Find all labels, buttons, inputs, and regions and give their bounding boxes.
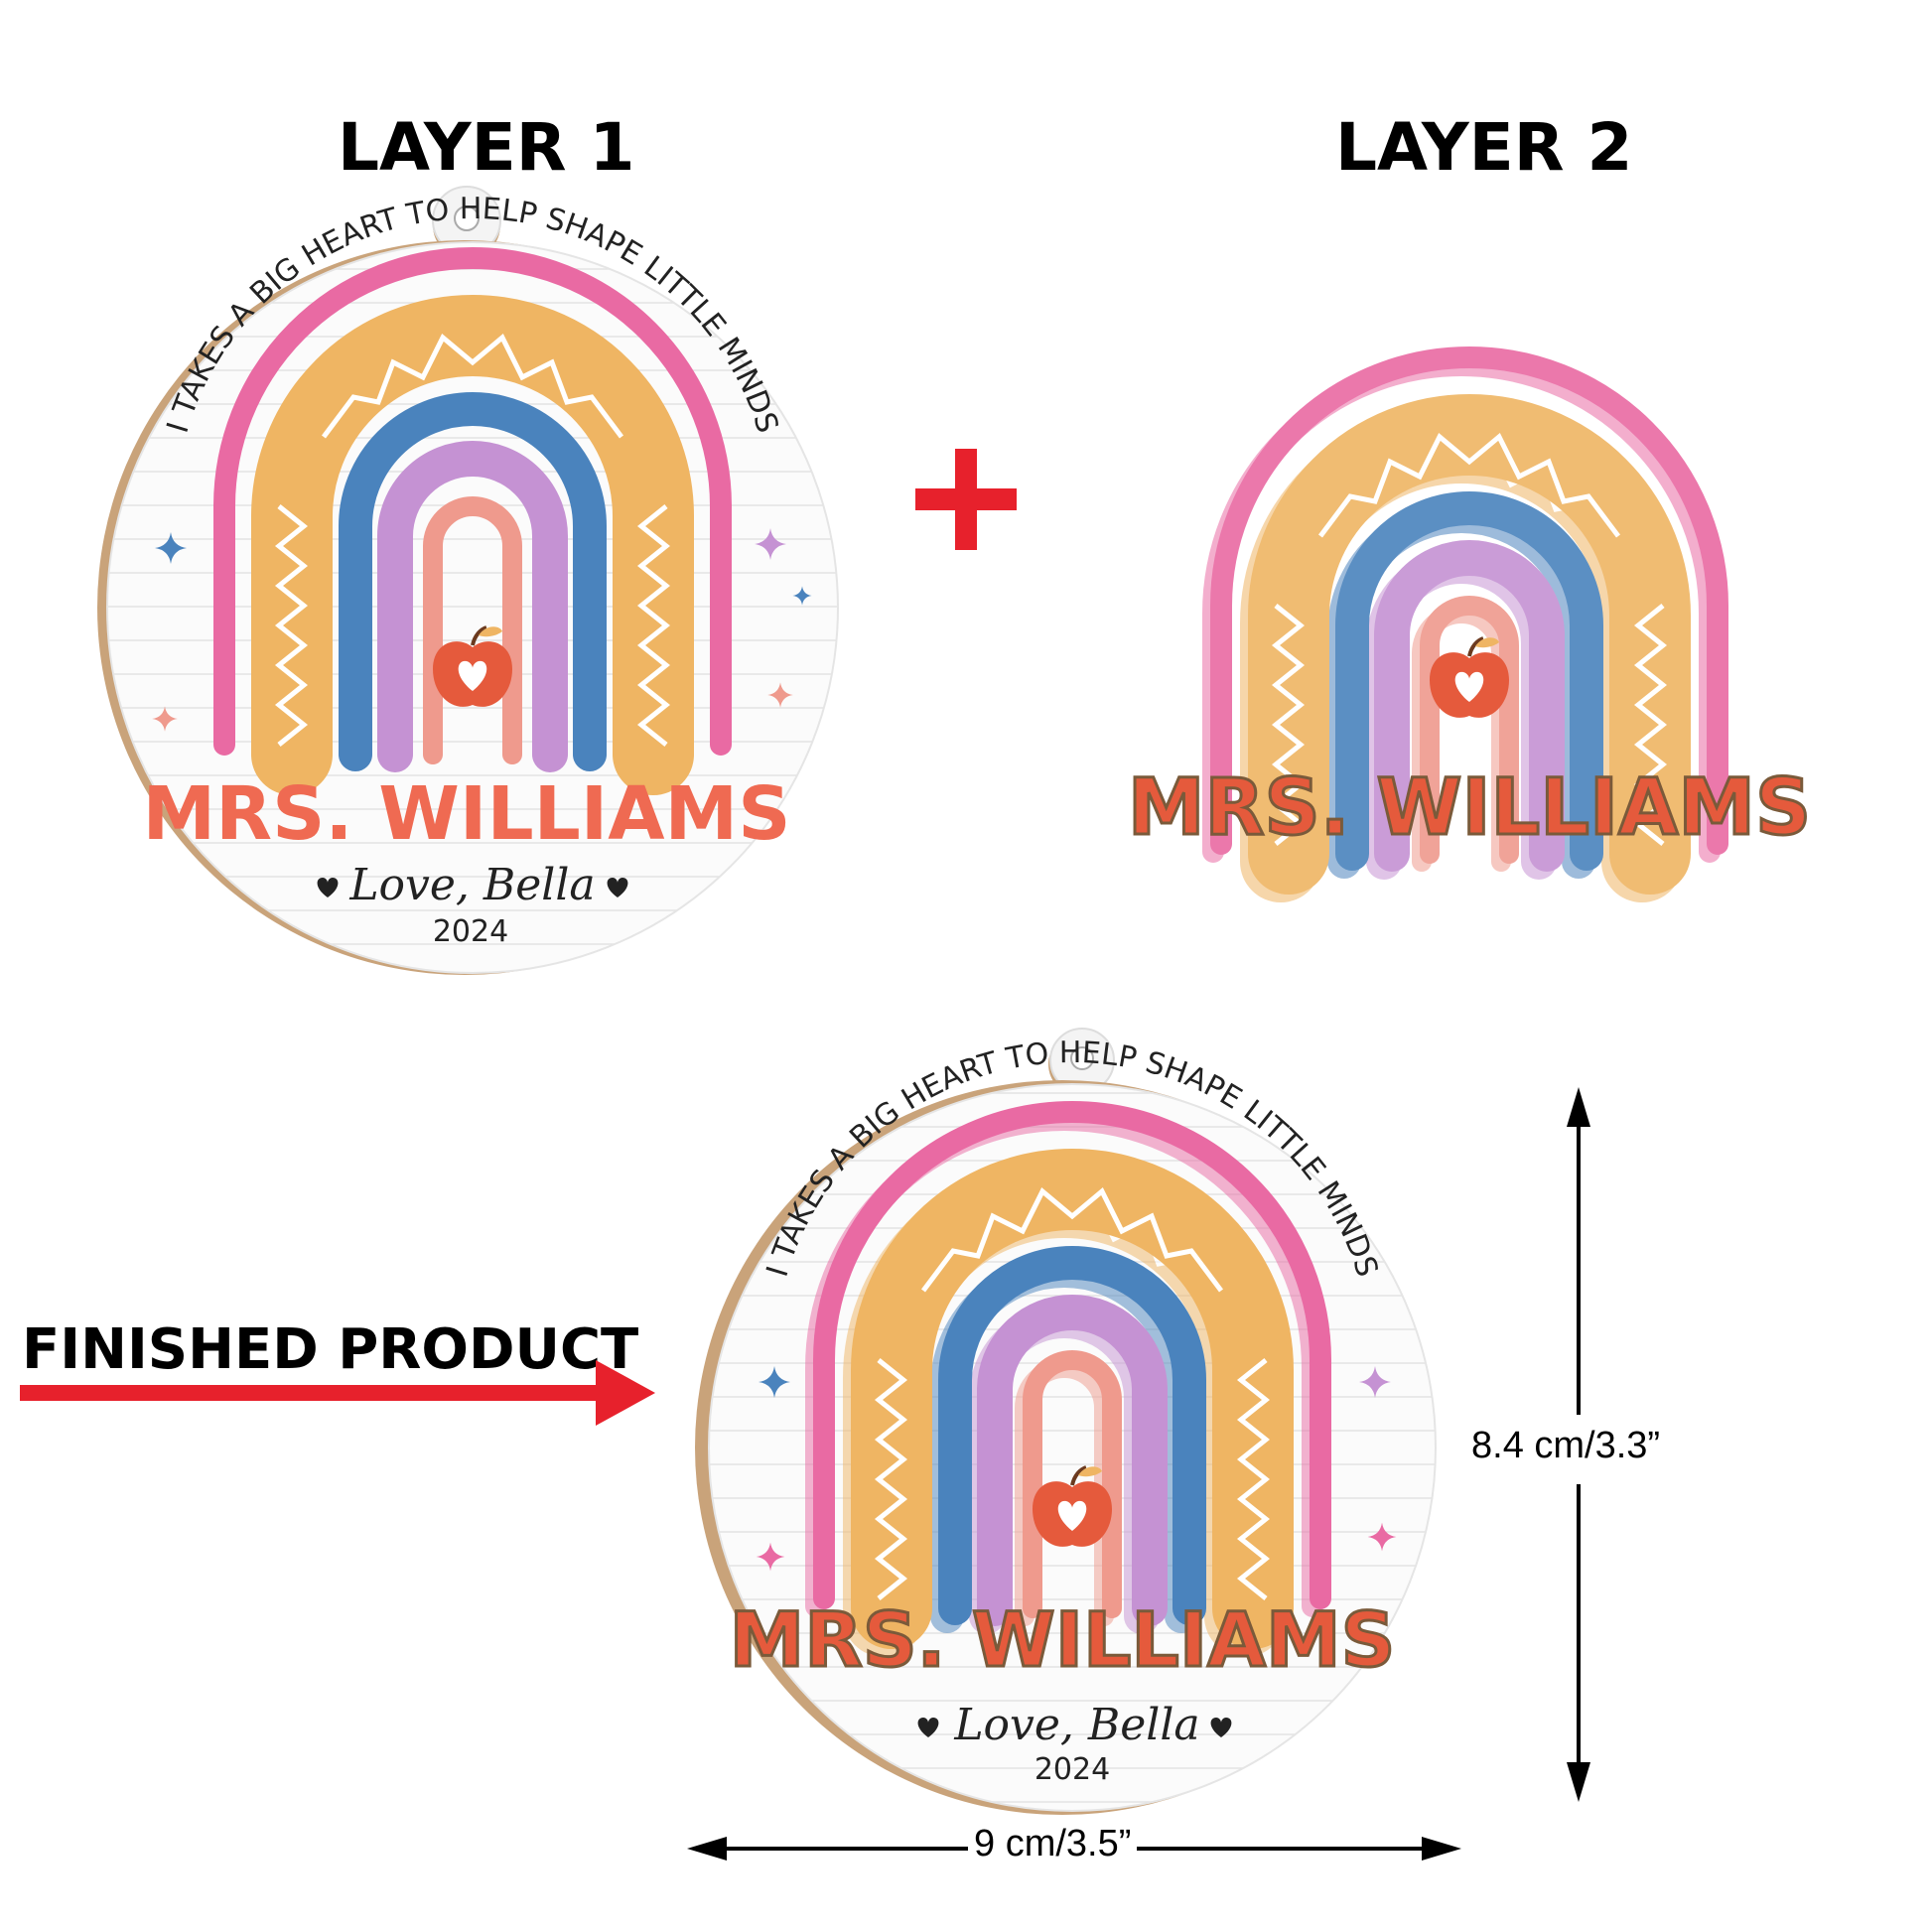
layer-2-name: MRS. WILLIAMS (1128, 763, 1811, 853)
layer-1-ornament: I TAKES A BIG HEART TO HELP SHAPE LITTLE… (97, 186, 839, 975)
ornament-name: MRS. WILLIAMS (143, 771, 791, 857)
arrow-head-icon (596, 1360, 655, 1426)
finished-year: 2024 (1035, 1752, 1110, 1787)
arrow-right-icon (20, 1385, 616, 1401)
finished-ornament: I TAKES A BIG HEART TO HELP SHAPE LITTLE… (695, 1028, 1437, 1815)
ornament-year: 2024 (433, 914, 508, 949)
finished-product-label: FINISHED PRODUCT (22, 1317, 639, 1382)
width-dimension: 9 cm/3.5” (968, 1823, 1138, 1865)
plus-icon (915, 449, 1017, 550)
layer-2-label: LAYER 2 (1335, 109, 1633, 186)
finished-name: MRS. WILLIAMS (730, 1595, 1396, 1684)
layer-2-rainbow: MRS. WILLIAMS (1126, 318, 1813, 874)
height-dimension: 8.4 cm/3.3” (1465, 1421, 1667, 1471)
height-double-arrow-icon (1567, 1087, 1590, 1802)
finished-signature: Love, Bella (953, 1700, 1199, 1750)
ornament-signature: Love, Bella (348, 860, 595, 910)
layer-1-label: LAYER 1 (338, 109, 635, 186)
